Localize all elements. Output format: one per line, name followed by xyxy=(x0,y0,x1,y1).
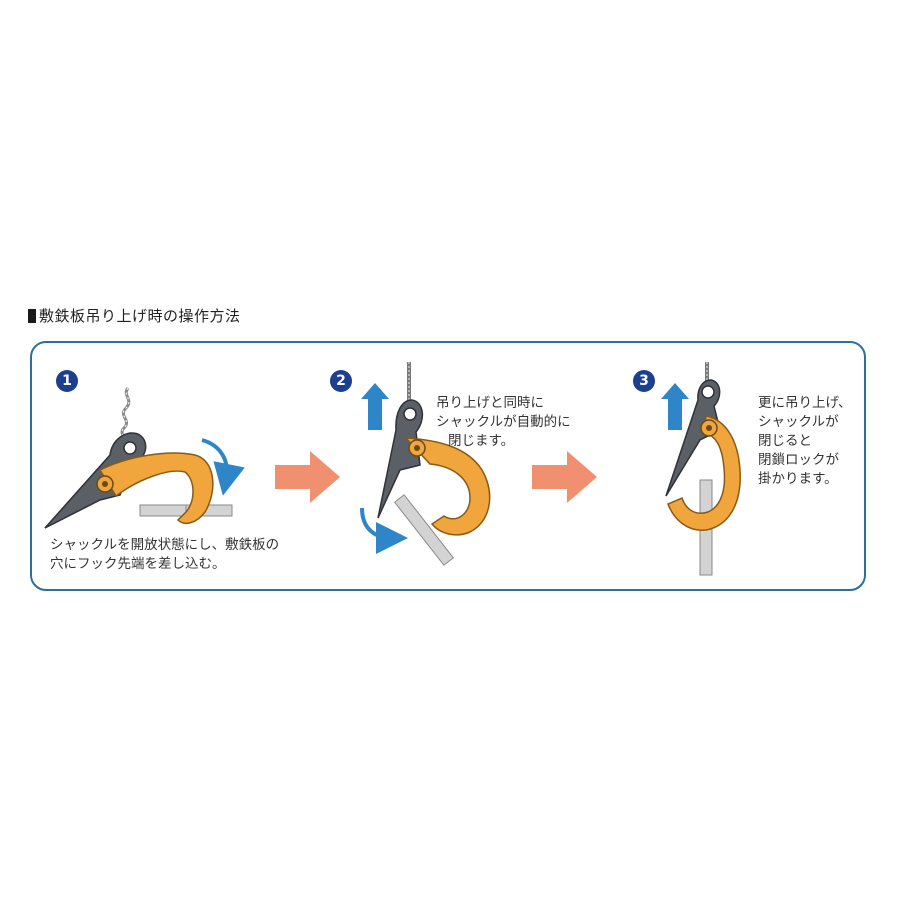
shackle-hook-2 xyxy=(404,437,491,536)
step-3-badge: 3 xyxy=(633,370,655,392)
step-1-illustration xyxy=(44,387,245,529)
caption-line: 更に吊り上げ、 xyxy=(758,395,852,411)
shackle-hook-3 xyxy=(667,415,741,531)
step-2-caption: 吊り上げと同時に シャックルが自動的に 閉じます。 xyxy=(436,394,571,451)
caption-line: 閉じると xyxy=(758,433,812,449)
step-2-badge: 2 xyxy=(330,370,352,392)
caption-line: 穴にフック先端を差し込む。 xyxy=(50,556,226,572)
caption-line: 吊り上げと同時に xyxy=(436,395,544,411)
step-1-badge: 1 xyxy=(56,370,78,392)
caption-line: 掛かります。 xyxy=(758,471,838,487)
steel-plate-2 xyxy=(393,494,455,566)
caption-line: シャックルが自動的に xyxy=(436,414,571,430)
rotate-arrow-2 xyxy=(360,507,408,554)
caption-line: シャックルが xyxy=(758,414,839,430)
section-heading: 敷鉄板吊り上げ時の操作方法 xyxy=(28,305,241,326)
rotate-arrow-1 xyxy=(201,438,245,496)
lift-arrow-3 xyxy=(661,383,689,430)
step-2-illustration xyxy=(360,362,491,566)
caption-line: シャックルを開放状態にし、敷鉄板の xyxy=(50,537,280,553)
step-3-caption: 更に吊り上げ、 シャックルが 閉じると 閉鎖ロックが 掛かります。 xyxy=(758,394,852,489)
caption-line: 閉じます。 xyxy=(448,433,515,449)
lift-arrow-2 xyxy=(361,383,389,430)
step-3-illustration xyxy=(661,362,741,576)
step-1-caption: シャックルを開放状態にし、敷鉄板の 穴にフック先端を差し込む。 xyxy=(50,536,279,574)
section-heading-text: 敷鉄板吊り上げ時の操作方法 xyxy=(39,307,241,325)
next-arrow-1 xyxy=(275,451,340,503)
shackle-hook-1 xyxy=(98,452,214,525)
square-bullet-icon xyxy=(28,308,36,323)
next-arrow-2 xyxy=(532,451,597,503)
procedure-panel xyxy=(30,341,866,591)
caption-line: 閉鎖ロックが xyxy=(758,452,839,468)
hook-body-3 xyxy=(665,379,721,497)
hook-body-2 xyxy=(377,399,424,519)
